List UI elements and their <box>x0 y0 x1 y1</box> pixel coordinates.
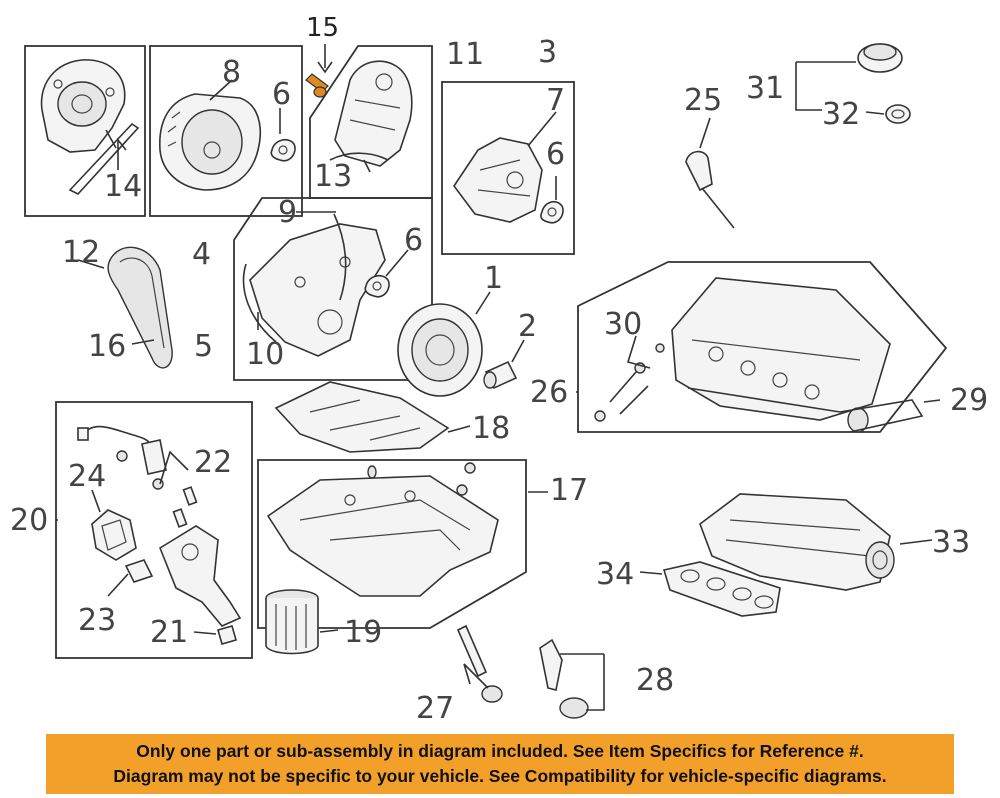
oil-filler-cap-part-31 <box>857 43 903 73</box>
callout-labels: 15 8 11 3 6 7 6 13 14 9 12 4 6 1 2 16 5 … <box>10 13 988 726</box>
callout-34: 34 <box>596 557 634 592</box>
disclaimer-banner: Only one part or sub-assembly in diagram… <box>46 734 954 794</box>
callout-26: 26 <box>530 375 568 410</box>
callout-28: 28 <box>636 663 674 698</box>
o-ring-part-32 <box>885 104 911 124</box>
callout-24: 24 <box>68 459 106 494</box>
group-box-4 <box>149 45 303 217</box>
group-box-5 <box>233 197 433 381</box>
sensor-part-27 <box>456 624 503 703</box>
manifold-gasket-part-34 <box>662 561 781 617</box>
callout-1: 1 <box>484 261 503 296</box>
callout-9: 9 <box>278 195 297 230</box>
group-box-17 <box>257 459 527 629</box>
callout-22: 22 <box>194 445 232 480</box>
callout-6b: 6 <box>546 137 565 172</box>
oil-filter-part-19 <box>265 589 319 655</box>
tensioner-rod-part-14 <box>68 122 140 195</box>
callout-27: 27 <box>416 691 454 726</box>
callout-10: 10 <box>246 337 284 372</box>
plug-part-21 <box>217 625 237 645</box>
callout-7: 7 <box>546 83 565 118</box>
callout-17: 17 <box>550 473 588 508</box>
timing-cover-part-5 <box>249 223 386 357</box>
group-box-20 <box>55 401 253 659</box>
group-box-12 <box>24 45 146 217</box>
pulley-bolt-part-2 <box>483 360 518 390</box>
callout-15: 15 <box>306 13 339 43</box>
callout-20: 20 <box>10 503 48 538</box>
timing-belt-part-16 <box>107 246 173 369</box>
oil-pan-part-17 <box>266 462 499 597</box>
callout-6a: 6 <box>272 77 291 112</box>
callout-31: 31 <box>746 71 784 106</box>
upper-cover-part-11 <box>334 60 413 167</box>
callout-21: 21 <box>150 615 188 650</box>
callout-25: 25 <box>684 83 722 118</box>
callout-8: 8 <box>222 55 241 90</box>
leader-lines <box>56 44 941 711</box>
disclaimer-line-2: Diagram may not be specific to your vehi… <box>113 766 887 786</box>
group-box-3 <box>441 81 575 255</box>
timing-cover-part-12 <box>40 59 126 153</box>
gasket-part-6a <box>270 138 296 162</box>
callout-5: 5 <box>194 329 213 364</box>
seal-part-9 <box>333 213 347 301</box>
seal-part-10 <box>242 263 277 343</box>
gasket-part-6b <box>540 200 564 224</box>
callout-18: 18 <box>472 411 510 446</box>
callout-33: 33 <box>932 525 970 560</box>
callout-19: 19 <box>344 615 382 650</box>
bolt-part-15 <box>305 73 329 98</box>
crank-pulley-part-1 <box>397 303 483 397</box>
oil-sensor-harness-part-22 <box>77 425 167 490</box>
dipstick-part-25 <box>685 150 735 229</box>
gasket-strip-part-13 <box>329 152 389 161</box>
callout-14: 14 <box>104 169 142 204</box>
callout-11: 11 <box>446 37 484 72</box>
callout-32: 32 <box>822 97 860 132</box>
group-box-26 <box>577 261 948 433</box>
exploded-parts-diagram: 15 8 11 3 6 7 6 13 14 9 12 4 6 1 2 16 5 … <box>10 13 988 726</box>
intake-manifold-part-33 <box>699 493 895 591</box>
callout-4: 4 <box>192 237 211 272</box>
callout-2: 2 <box>518 309 537 344</box>
oil-pump-part-20 <box>159 525 242 627</box>
gasket-part-6c <box>364 274 390 298</box>
callout-12: 12 <box>62 235 100 270</box>
callout-3: 3 <box>538 35 557 70</box>
bolt-part-30 <box>594 343 665 422</box>
valve-cover-gasket-part-29 <box>687 387 924 433</box>
disclaimer-line-1: Only one part or sub-assembly in diagram… <box>136 741 864 761</box>
callout-23: 23 <box>78 603 116 638</box>
callout-16: 16 <box>88 329 126 364</box>
water-pump-part-8 <box>159 93 262 191</box>
baffle-plate-part-18 <box>274 381 450 453</box>
callout-13: 13 <box>314 159 352 194</box>
small-bolts-group-20 <box>172 486 198 528</box>
rear-cover-part-7 <box>453 137 543 223</box>
callout-6c: 6 <box>404 223 423 258</box>
callout-29: 29 <box>950 383 988 418</box>
gasket-part-24 <box>91 509 137 561</box>
sensor-part-28 <box>539 638 589 719</box>
callout-30: 30 <box>604 307 642 342</box>
valve-part-23 <box>124 559 154 583</box>
